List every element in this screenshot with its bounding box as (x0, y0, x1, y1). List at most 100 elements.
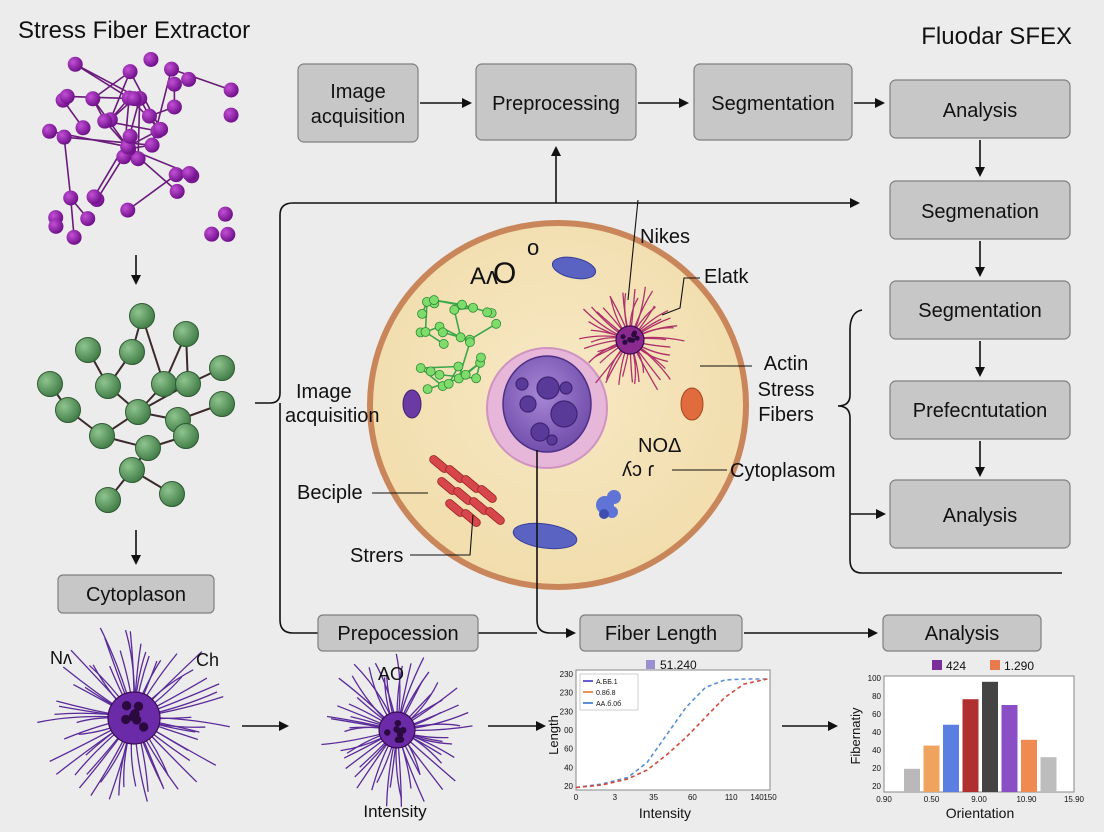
atom-node (175, 371, 201, 397)
x-tick-label: 60 (688, 793, 697, 802)
series-line (575, 678, 768, 789)
blob-icon (596, 490, 621, 519)
cell-illustration: Aʌ O o NOΔ ʎɔ ɾ (367, 220, 749, 590)
processed-fiber-cell-icon (321, 653, 473, 807)
legend-value: 424 (946, 659, 966, 673)
symbol-o-big: O (493, 257, 516, 290)
y-tick-label: 20 (872, 782, 881, 791)
atom-node (67, 56, 83, 72)
legend-value: 1.290 (1004, 659, 1034, 673)
bar (1021, 739, 1037, 792)
atom-node (122, 64, 138, 80)
svg-text:Image: Image (330, 81, 386, 103)
bar (904, 768, 920, 792)
stress-fiber-cell-icon (37, 627, 230, 802)
step-analysis-2[interactable]: Analysis (889, 479, 1071, 549)
step-fiber-length[interactable]: Fiber Length (579, 614, 743, 652)
bar (923, 745, 940, 792)
atom-node (75, 337, 101, 363)
y-tick-label: 60 (564, 745, 573, 754)
step-analysis-3[interactable]: Analysis (882, 614, 1042, 652)
step-prepocession[interactable]: Prepocession (317, 614, 479, 652)
svg-text:Image: Image (296, 381, 352, 403)
x-tick-label: 10.90 (1016, 795, 1037, 804)
atom-node (66, 229, 82, 245)
atom-node (181, 165, 197, 181)
legend-swatch (932, 660, 942, 670)
y-tick-label: 00 (564, 726, 573, 735)
atom-node (209, 355, 235, 381)
brand-label: Fluodar SFEX (921, 23, 1072, 50)
svg-text:acquisition: acquisition (285, 405, 380, 427)
connector-to-segmenation (255, 198, 860, 404)
svg-text:Fiber Length: Fiber Length (605, 623, 717, 645)
svg-text:Stress: Stress (758, 379, 815, 401)
y-axis-label: Fibernatiy (848, 707, 863, 765)
step-prefecntutation[interactable]: Prefecntutation (889, 380, 1071, 440)
svg-text:Prefecntutation: Prefecntutation (913, 400, 1048, 422)
y-tick-label: 100 (868, 674, 882, 683)
legend-entry: 0.8б.8 (596, 689, 616, 697)
y-tick-label: 80 (872, 692, 881, 701)
x-tick-label: 35 (649, 793, 658, 802)
legend-entry: АА.б.0б (596, 700, 621, 708)
x-axis-label: Orientation (946, 805, 1014, 821)
y-tick-label: 40 (564, 763, 573, 772)
atom-node (97, 113, 113, 129)
svg-text:Preprocessing: Preprocessing (492, 93, 620, 115)
step-segmentation[interactable]: Segmentation (693, 63, 853, 141)
atom-node (75, 120, 91, 136)
leader-line (661, 277, 700, 316)
bar (1001, 705, 1018, 792)
atom-node (144, 137, 160, 153)
label-strers: Strers (350, 545, 403, 567)
atom-node (80, 211, 96, 227)
x-tick-label: 3 (613, 793, 618, 802)
connector-to-fiber-length (536, 450, 576, 638)
atom-node (89, 423, 115, 449)
atom-node (63, 190, 79, 206)
top-pipeline: Image acquisition Preprocessing Segmenta… (297, 63, 1071, 143)
atom-node (122, 128, 138, 144)
atom-node (125, 399, 151, 425)
step-segmenation[interactable]: Segmenation (889, 180, 1071, 240)
atom-node (56, 129, 72, 145)
symbol-ror: ʎɔ ɾ (622, 459, 655, 481)
label-image-acquisition: Image acquisition (285, 381, 380, 427)
bar (962, 699, 979, 792)
atom-node (223, 107, 239, 123)
atom-node (48, 218, 64, 234)
atom-node (181, 71, 197, 87)
y-tick-label: 40 (872, 746, 881, 755)
svg-text:Analysis: Analysis (943, 100, 1017, 122)
svg-text:Actin: Actin (764, 353, 808, 375)
x-tick-label: 9.00 (971, 795, 987, 804)
atom-node (173, 321, 199, 347)
svg-text:Segmentation: Segmentation (918, 300, 1041, 322)
atom-node (86, 189, 102, 205)
svg-text:Analysis: Analysis (943, 505, 1017, 527)
atom-node (217, 206, 233, 222)
x-tick-label: 15.90 (1064, 795, 1085, 804)
connector-to-prepocession (279, 403, 318, 634)
atom-node (173, 423, 199, 449)
cytoplason-box[interactable]: Cytoplason (57, 574, 215, 614)
right-brace-connector (837, 309, 1062, 574)
svg-text:Segmenation: Segmenation (921, 201, 1039, 223)
atom-node (169, 183, 185, 199)
step-preprocessing[interactable]: Preprocessing (475, 63, 637, 141)
step-segmentation-2[interactable]: Segmentation (889, 280, 1071, 340)
atom-node (209, 391, 235, 417)
atom-node (59, 88, 75, 104)
atom-node (129, 303, 155, 329)
atom-node (95, 373, 121, 399)
x-tick-label: 150 (763, 793, 777, 802)
step-analysis[interactable]: Analysis (889, 79, 1071, 139)
x-tick-label: 0 (574, 793, 579, 802)
bar (982, 681, 998, 792)
atom-node (223, 82, 239, 98)
atom-node (141, 108, 157, 124)
step-image-acquisition[interactable]: Image acquisition (297, 63, 419, 143)
